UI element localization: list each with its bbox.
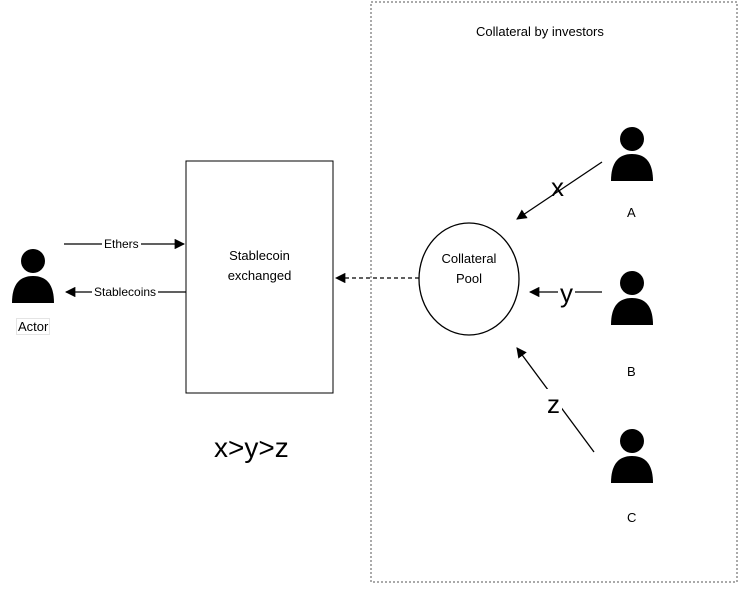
investor-b-amount: y bbox=[558, 278, 575, 309]
investor-a-person-icon bbox=[611, 127, 653, 181]
stablecoins-edge-label: Stablecoins bbox=[92, 285, 159, 299]
investor-a-amount: x bbox=[551, 172, 564, 202]
collateral-pool-label: Collateral Pool bbox=[441, 251, 497, 286]
amount-relation: x>y>z bbox=[214, 432, 289, 463]
investor-c-person-icon bbox=[611, 429, 653, 483]
investor-b-name: B bbox=[627, 364, 636, 379]
investor-c-amount: z bbox=[545, 389, 562, 420]
collateral-pool-ellipse bbox=[418, 222, 520, 336]
stablecoin-exchange-label: Stablecoin exchanged bbox=[227, 248, 292, 283]
stablecoin-exchange-box bbox=[185, 160, 334, 394]
investor-a-name: A bbox=[627, 205, 636, 220]
ethers-edge-label: Ethers bbox=[102, 237, 141, 251]
investor-c-name: C bbox=[627, 510, 637, 525]
investor-b-person-icon bbox=[611, 271, 653, 325]
investor-a-arrow bbox=[516, 161, 603, 220]
actor-label: Actor bbox=[16, 318, 51, 335]
actor-person-icon bbox=[12, 249, 54, 303]
group-title: Collateral by investors bbox=[476, 24, 604, 39]
investors-group-border bbox=[370, 1, 738, 583]
